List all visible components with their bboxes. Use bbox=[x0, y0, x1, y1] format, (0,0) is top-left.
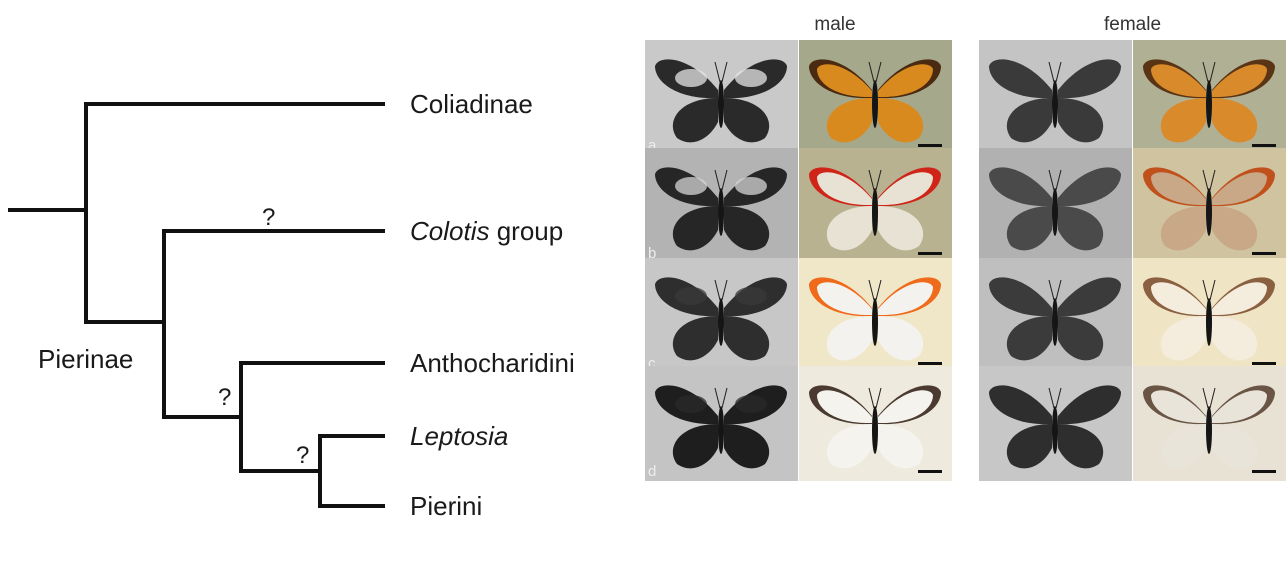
photo-female-uv bbox=[979, 258, 1132, 373]
uncertain-mark: ? bbox=[262, 204, 275, 231]
butterfly-image bbox=[645, 258, 798, 373]
photo-female-visible bbox=[1133, 40, 1286, 155]
taxon-label: Anthocharidini bbox=[410, 348, 575, 378]
butterfly-image bbox=[1133, 40, 1286, 155]
scale-bar bbox=[918, 252, 942, 255]
butterfly-image bbox=[979, 148, 1132, 263]
butterfly-image bbox=[1133, 258, 1286, 373]
photo-male-uv: d bbox=[645, 366, 798, 481]
phylogenetic-tree: ? ? ? Pierinae Coliadinae Colotis group … bbox=[0, 0, 640, 562]
column-header-male: male bbox=[700, 14, 970, 36]
taxon-label: Pierini bbox=[410, 491, 482, 521]
butterfly-image bbox=[979, 40, 1132, 155]
photo-female-uv bbox=[979, 40, 1132, 155]
photo-female-visible bbox=[1133, 148, 1286, 263]
butterfly-image bbox=[799, 40, 952, 155]
butterfly-image bbox=[645, 40, 798, 155]
butterfly-image bbox=[1133, 148, 1286, 263]
butterfly-image bbox=[979, 366, 1132, 481]
photo-male-visible bbox=[799, 40, 952, 155]
scale-bar bbox=[1252, 144, 1276, 147]
scale-bar bbox=[1252, 252, 1276, 255]
butterfly-image bbox=[645, 366, 798, 481]
photo-male-uv: c bbox=[645, 258, 798, 373]
scale-bar bbox=[918, 470, 942, 473]
photo-male-uv: b bbox=[645, 148, 798, 263]
uncertain-mark: ? bbox=[296, 442, 309, 469]
panel-letter: d bbox=[648, 463, 656, 480]
scale-bar bbox=[1252, 362, 1276, 365]
photo-female-uv bbox=[979, 366, 1132, 481]
photo-male-uv: a bbox=[645, 40, 798, 155]
butterfly-image bbox=[1133, 366, 1286, 481]
scale-bar bbox=[1252, 470, 1276, 473]
butterfly-image bbox=[979, 258, 1132, 373]
butterfly-image bbox=[799, 258, 952, 373]
scale-bar bbox=[918, 362, 942, 365]
uncertain-mark: ? bbox=[218, 384, 231, 411]
scale-bar bbox=[918, 144, 942, 147]
photo-male-visible bbox=[799, 148, 952, 263]
photo-female-visible bbox=[1133, 258, 1286, 373]
column-header-female: female bbox=[980, 14, 1285, 36]
taxon-label: Colotis group bbox=[410, 216, 563, 246]
photo-male-visible bbox=[799, 258, 952, 373]
taxon-label: Coliadinae bbox=[410, 89, 533, 119]
butterfly-image bbox=[799, 366, 952, 481]
butterfly-image bbox=[799, 148, 952, 263]
photo-male-visible bbox=[799, 366, 952, 481]
photo-female-visible bbox=[1133, 366, 1286, 481]
photo-female-uv bbox=[979, 148, 1132, 263]
butterfly-image bbox=[645, 148, 798, 263]
clade-label-pierinae: Pierinae bbox=[38, 344, 133, 374]
taxon-label: Leptosia bbox=[410, 421, 508, 451]
